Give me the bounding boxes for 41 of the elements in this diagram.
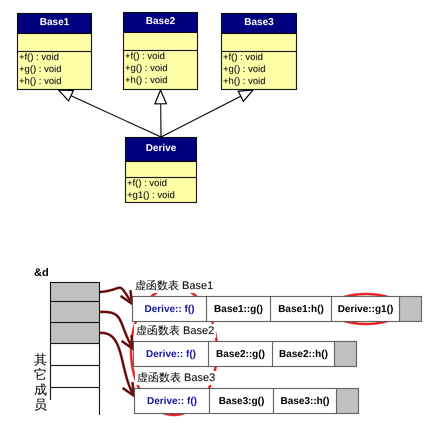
class-name: Base1 — [18, 14, 91, 34]
table-cell — [334, 341, 357, 367]
vertical-label: 其它成员 — [34, 352, 48, 412]
pointer-label: &d — [34, 267, 49, 279]
operation-text: +h() : void — [18, 76, 63, 88]
table-heading: 虚函数表 Base2 — [134, 324, 216, 338]
operation-text: +f() : void — [126, 178, 168, 190]
class-box — [17, 13, 92, 90]
class-name: Base2 — [124, 13, 197, 33]
table-heading: 虚函数表 Base3 — [135, 371, 218, 385]
table-cell — [336, 388, 359, 414]
operation-text: +f() : void — [18, 52, 60, 64]
table-cell: Derive:: f() — [134, 388, 210, 414]
memory-cell — [50, 282, 100, 302]
memory-cell — [50, 365, 100, 388]
table-cell: Derive::g1() — [331, 296, 400, 322]
operation-text: +f() : void — [222, 52, 264, 64]
table-cell — [399, 296, 422, 322]
inheritance-arrow — [58, 89, 162, 138]
class-box — [125, 137, 197, 203]
table-cell: Derive:: f() — [132, 296, 207, 322]
operation-text: +g() : void — [124, 63, 169, 75]
memory-cell — [50, 301, 100, 323]
operation-text: +g() : void — [18, 64, 63, 76]
inheritance-arrow — [154, 89, 167, 138]
operation-text: +h() : void — [222, 76, 267, 88]
operation-text: +g1() : void — [126, 190, 176, 202]
pointer-arrow — [100, 310, 134, 350]
operation-text: +g() : void — [222, 64, 267, 76]
inheritance-arrow — [160, 89, 254, 138]
pointer-arrow — [100, 332, 136, 398]
class-box — [123, 12, 198, 90]
memory-cell — [50, 343, 100, 366]
class-name: Derive — [126, 138, 196, 162]
class-name: Base3 — [222, 14, 296, 34]
table-heading: 虚函数表 Base1 — [133, 279, 216, 293]
memory-cell — [50, 322, 100, 344]
pointer-arrow — [100, 286, 134, 306]
operation-text: +h() : void — [124, 75, 169, 87]
class-box — [221, 13, 297, 90]
operation-text: +f() : void — [124, 51, 166, 63]
